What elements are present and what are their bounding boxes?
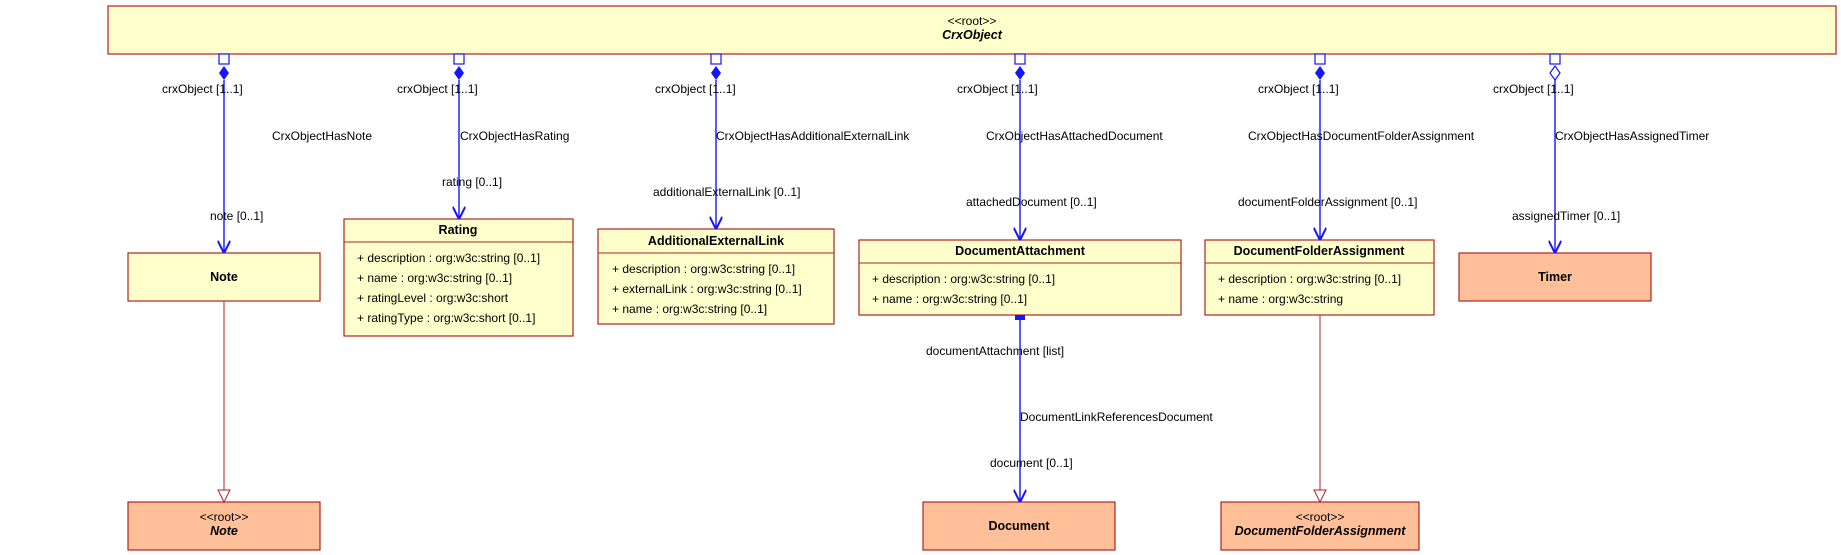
document-attachment-name: DocumentAttachment [955,244,1086,258]
port-square [710,53,722,65]
association-source-role: crxObject [1..1] [1258,82,1339,96]
composition-diamond-icon [454,66,464,80]
association-name: CrxObjectHasAssignedTimer [1555,129,1709,143]
composition-diamond-icon [1015,66,1025,80]
aggregation-diamond-icon [1549,64,1561,82]
document-folder-assignment-attribute: + name : org:w3c:string [1218,292,1343,306]
class-note[interactable]: Note [127,252,321,302]
generalization-triangle-icon [217,489,231,504]
association-source-role: crxObject [1..1] [957,82,1038,96]
note-name: Note [210,270,238,284]
association-crxobject-has-document-folder-assignment[interactable]: crxObject [1..1] CrxObjectHasDocumentFol… [1238,66,1475,239]
class-document-attachment[interactable]: DocumentAttachment + description : org:w… [858,239,1182,316]
association-source-role: documentAttachment [list] [926,344,1064,358]
association-name: CrxObjectHasDocumentFolderAssignment [1248,129,1475,143]
association-crxobject-has-attached-document[interactable]: crxObject [1..1] CrxObjectHasAttachedDoc… [957,66,1163,239]
class-rating[interactable]: Rating + description : org:w3c:string [0… [343,218,574,337]
additional-external-link-attribute: + description : org:w3c:string [0..1] [612,262,795,276]
class-additional-external-link[interactable]: AdditionalExternalLink + description : o… [597,228,835,325]
document-attachment-attribute: + name : org:w3c:string [0..1] [872,292,1027,306]
association-name: CrxObjectHasAttachedDocument [986,129,1163,143]
root-ports [218,53,1561,65]
root-note-stereotype: <<root>> [200,510,249,524]
rating-attribute: + ratingLevel : org:w3c:short [357,291,509,305]
document-folder-assignment-attribute: + description : org:w3c:string [0..1] [1218,272,1401,286]
generalization-note-to-root-note[interactable] [217,301,231,504]
association-target-role: documentFolderAssignment [0..1] [1238,195,1417,209]
additional-external-link-name: AdditionalExternalLink [648,234,784,248]
association-name: CrxObjectHasAdditionalExternalLink [716,129,910,143]
class-crxobject[interactable]: <<root>> CrxObject [107,5,1837,55]
association-target-role: rating [0..1] [442,175,502,189]
rating-name: Rating [439,223,478,237]
port-square [453,53,465,65]
association-crxobject-has-additional-external-link[interactable]: crxObject [1..1] CrxObjectHasAdditionalE… [653,66,910,228]
port-square [1014,53,1026,65]
root-note-name: Note [210,524,238,538]
association-target-role: note [0..1] [210,209,263,223]
association-source-role: crxObject [1..1] [162,82,243,96]
generalization-dfa-to-root-dfa[interactable] [1313,315,1327,504]
port-square [218,53,230,65]
port-square [1549,53,1561,65]
composition-diamond-icon [1315,66,1325,80]
port-square [1314,53,1326,65]
association-crxobject-has-note[interactable]: crxObject [1..1] CrxObjectHasNote note [… [162,66,372,252]
association-target-role: attachedDocument [0..1] [966,195,1097,209]
association-name: DocumentLinkReferencesDocument [1020,410,1213,424]
association-name: CrxObjectHasRating [460,129,569,143]
additional-external-link-attribute: + name : org:w3c:string [0..1] [612,302,767,316]
rating-attribute: + ratingType : org:w3c:short [0..1] [357,311,535,325]
document-folder-assignment-name: DocumentFolderAssignment [1234,244,1406,258]
class-root-document-folder-assignment[interactable]: <<root>> DocumentFolderAssignment [1220,501,1420,551]
class-root-note[interactable]: <<root>> Note [127,501,321,551]
composition-diamond-icon [711,66,721,80]
association-target-role: assignedTimer [0..1] [1512,209,1620,223]
root-document-folder-assignment-name: DocumentFolderAssignment [1235,524,1407,538]
association-target-role: document [0..1] [990,456,1073,470]
additional-external-link-attribute: + externalLink : org:w3c:string [0..1] [612,282,802,296]
port-square [1015,315,1025,320]
association-target-role: additionalExternalLink [0..1] [653,185,800,199]
association-source-role: crxObject [1..1] [397,82,478,96]
composition-diamond-icon [219,66,229,80]
association-document-link-references-document[interactable]: documentAttachment [list] DocumentLinkRe… [926,315,1213,501]
generalization-triangle-icon [1313,489,1327,504]
class-document[interactable]: Document [922,501,1116,551]
document-attachment-attribute: + description : org:w3c:string [0..1] [872,272,1055,286]
rating-attribute: + name : org:w3c:string [0..1] [357,271,512,285]
crxobject-stereotype: <<root>> [948,14,997,28]
class-timer[interactable]: Timer [1458,252,1652,302]
association-source-role: crxObject [1..1] [655,82,736,96]
rating-attribute: + description : org:w3c:string [0..1] [357,251,540,265]
association-crxobject-has-assigned-timer[interactable]: crxObject [1..1] CrxObjectHasAssignedTim… [1493,64,1709,252]
association-name: CrxObjectHasNote [272,129,372,143]
association-source-role: crxObject [1..1] [1493,82,1574,96]
association-crxobject-has-rating[interactable]: crxObject [1..1] CrxObjectHasRating rati… [397,66,569,218]
root-document-folder-assignment-stereotype: <<root>> [1296,510,1345,524]
class-document-folder-assignment[interactable]: DocumentFolderAssignment + description :… [1204,239,1435,316]
timer-name: Timer [1538,270,1572,284]
crxobject-name: CrxObject [942,28,1003,42]
document-name: Document [988,519,1050,533]
